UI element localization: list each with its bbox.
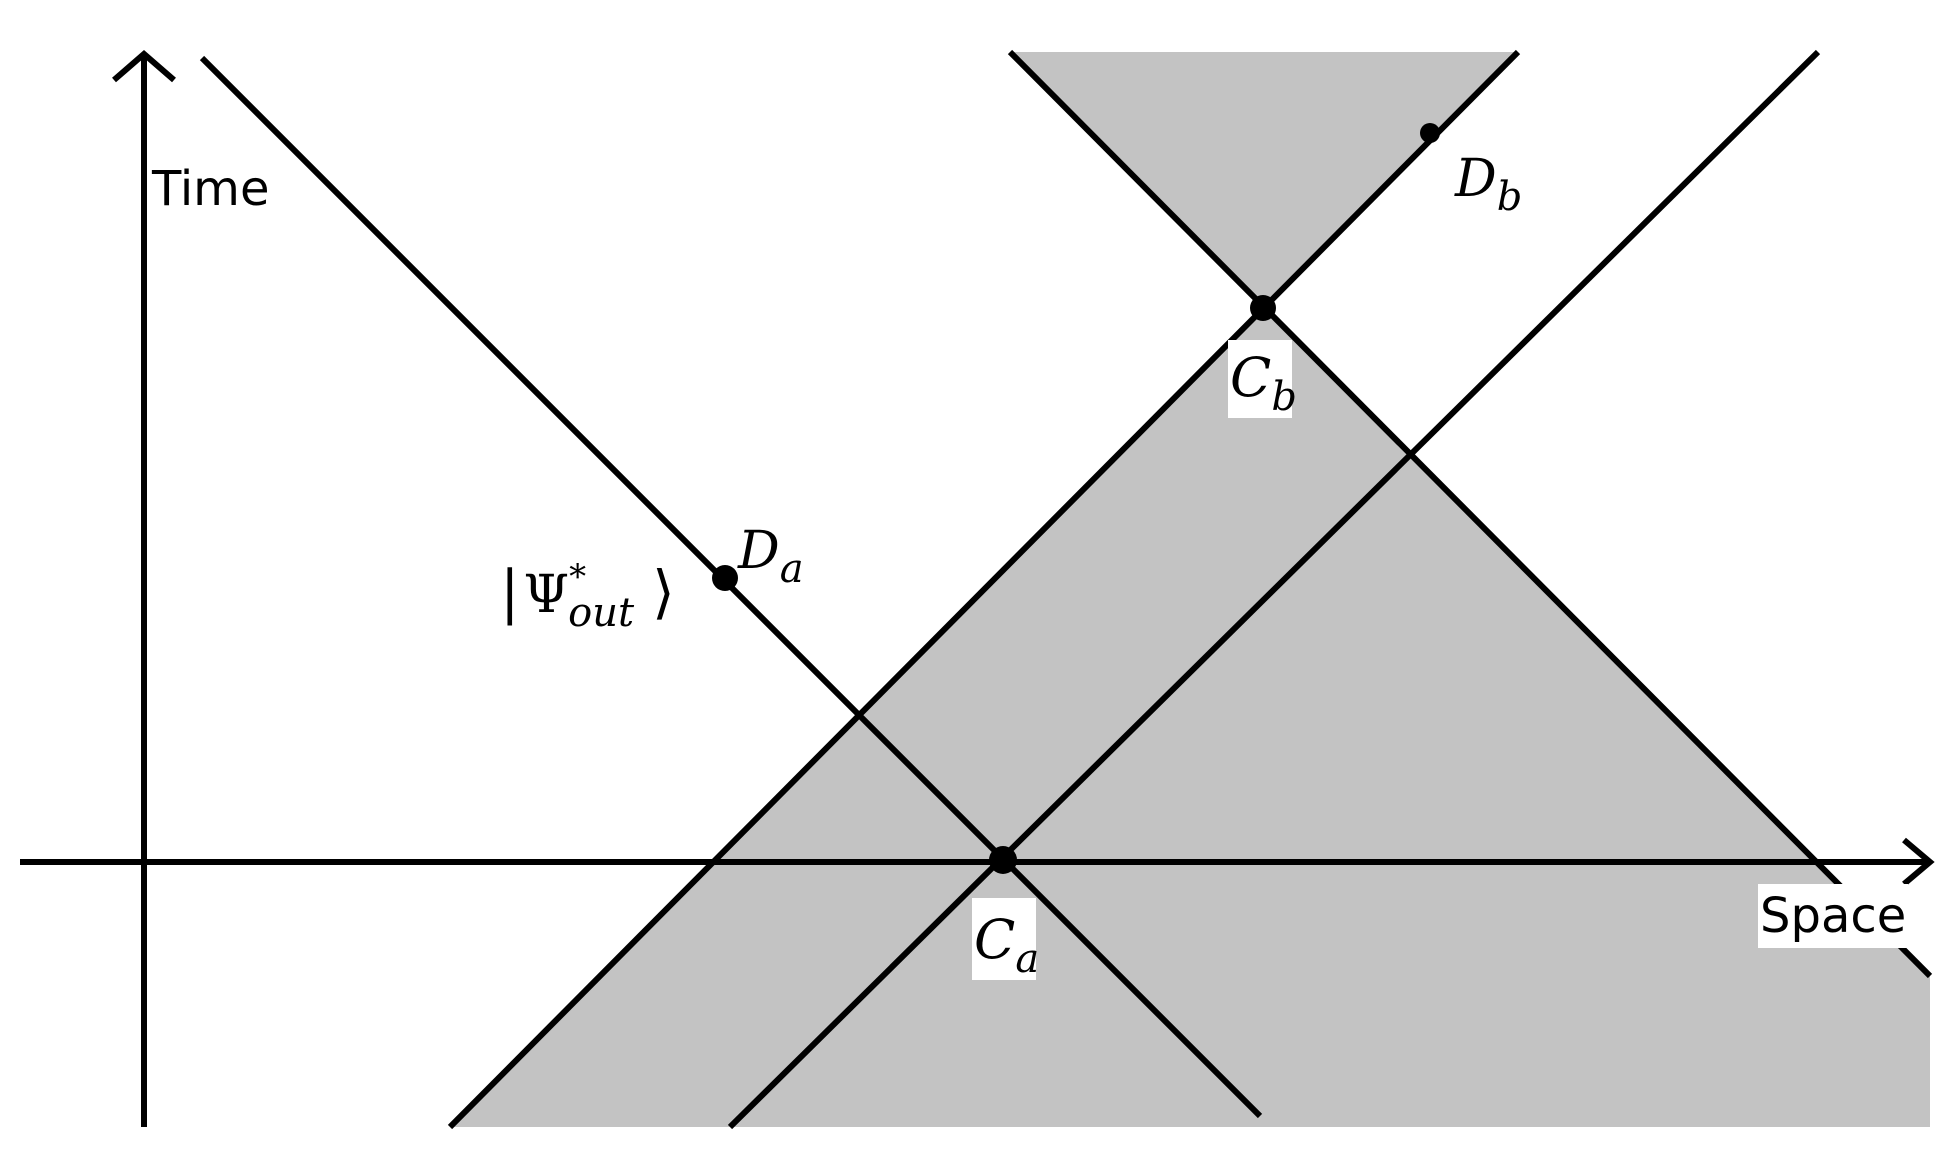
event-da-base: D [737,521,780,581]
event-cb-label: Cb [1230,346,1297,420]
shaded-region-main [450,308,1930,1127]
space-label-background [1758,884,1908,948]
event-db-sub: b [1497,174,1523,220]
time-axis-arrowhead [112,50,176,83]
event-db-label: Db [1454,149,1522,220]
shaded-region-upper-cone [1010,52,1518,308]
line-through-ca-rising [727,49,1821,1130]
line-through-cb-falling [1007,49,1933,979]
cb-label-background [1228,340,1292,418]
time-axis-label: Time [151,161,269,217]
state-label: |Ψ*out ⟩ [500,557,675,636]
space-axis-label: Space [1760,888,1906,944]
state-ket: ⟩ [652,558,675,626]
event-ca-label: Ca [974,908,1039,982]
event-cb-sub: b [1271,374,1297,420]
event-ca-base: C [974,908,1015,971]
event-db-base: D [1454,149,1497,209]
event-cb-dot [1250,295,1276,321]
ca-label-background [972,898,1036,980]
state-bar: | [500,558,520,626]
line-past-cone-left [447,49,1521,1130]
event-cb-base: C [1230,346,1271,409]
axes [20,50,1935,1127]
event-points [712,123,1440,874]
state-sub: out [568,590,635,636]
event-ca-dot [989,846,1017,874]
shaded-regions [450,52,1930,1127]
event-da-dot [712,565,738,591]
event-ca-sub: a [1015,936,1039,982]
state-psi: Ψ [524,565,570,625]
event-da-label: Da [737,521,804,592]
event-db-dot [1420,123,1440,143]
space-axis-arrowhead [1902,837,1935,887]
event-da-sub: a [780,546,804,592]
state-sup: * [569,557,586,597]
